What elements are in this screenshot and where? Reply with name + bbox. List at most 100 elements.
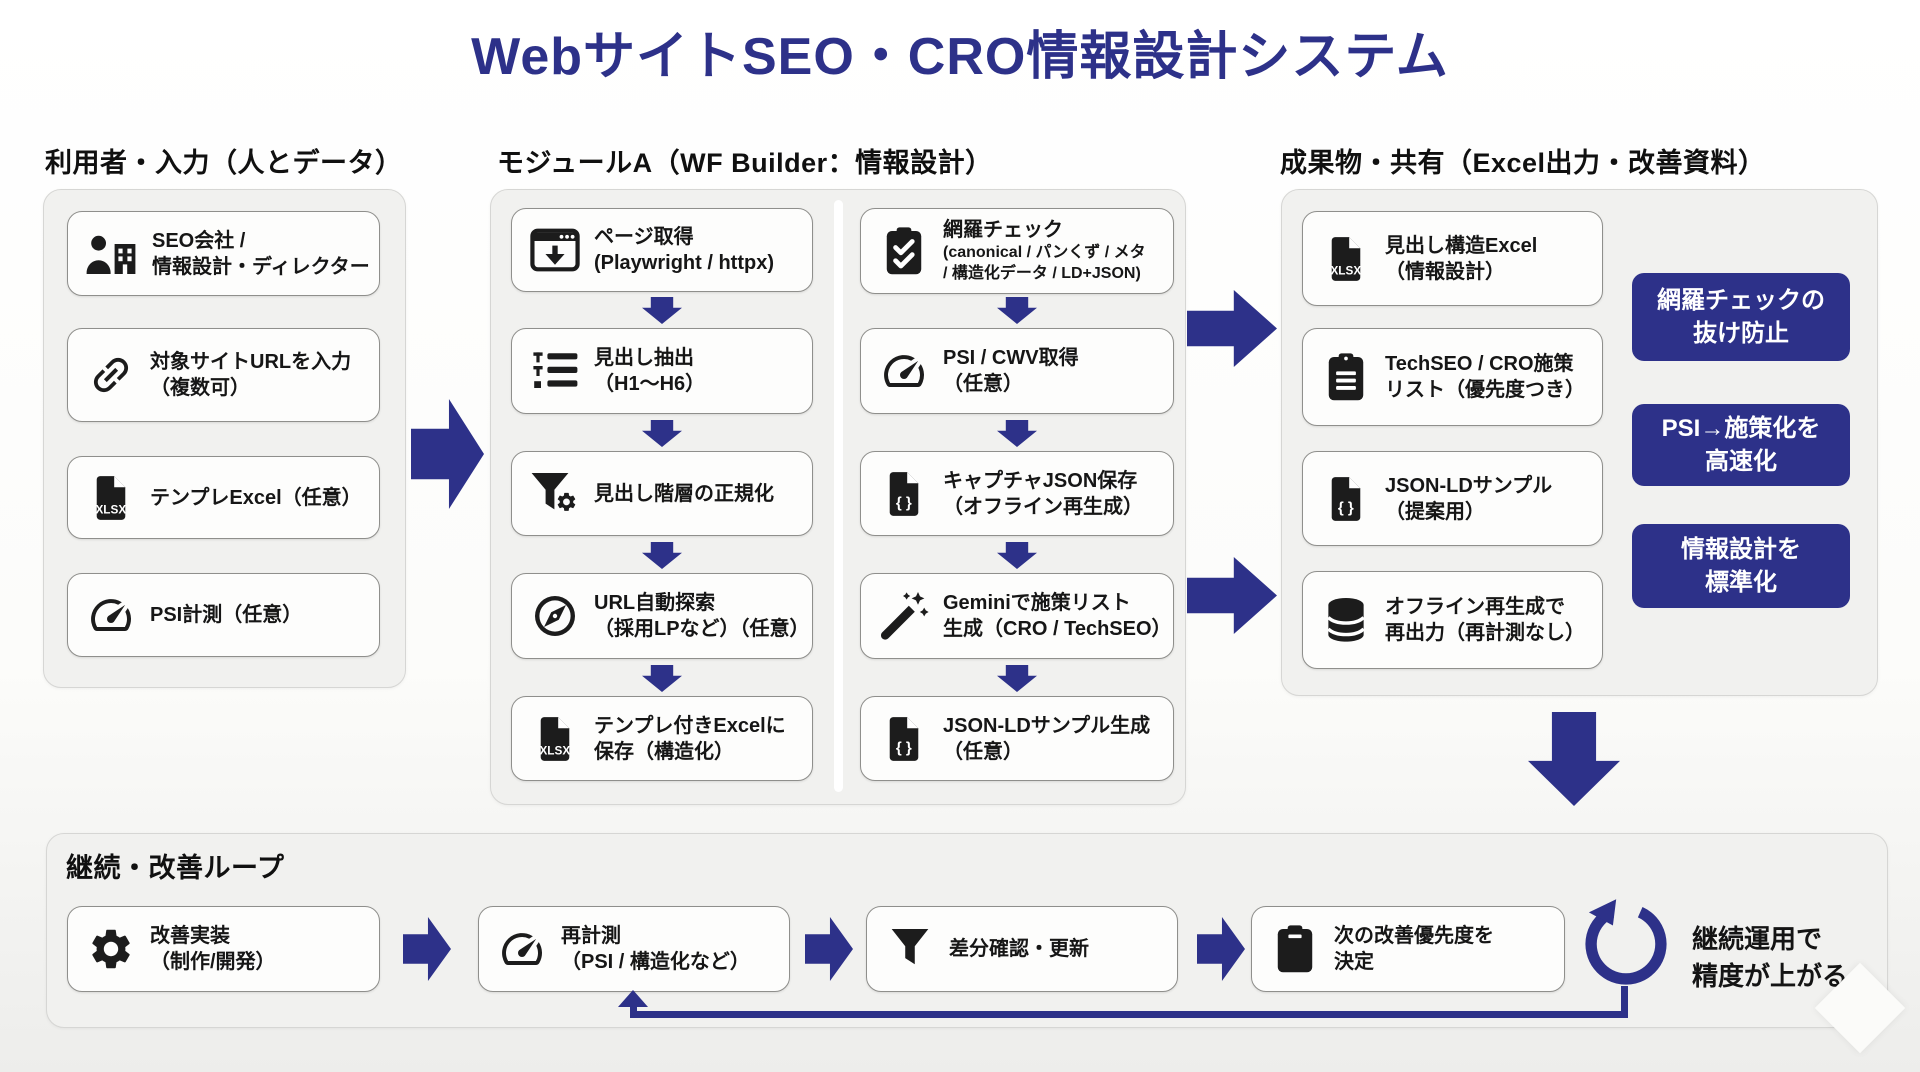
- gauge-icon: [878, 347, 930, 395]
- moduleA-section-header: モジュールA（WF Builder：情報設計）: [497, 148, 993, 178]
- loop-card-diff-check: 差分確認・更新: [866, 906, 1178, 992]
- card-label-line: （制作/開発）: [150, 951, 276, 973]
- moduleA-card-heading-normalize: 見出し階層の正規化: [511, 451, 813, 536]
- card-label-line: 見出し階層の正規化: [594, 482, 774, 505]
- card-label-line: 見出し構造Excel: [1385, 234, 1538, 257]
- card-label-line: SEO会社 /: [152, 229, 246, 252]
- card-label-line: Geminiで施策リスト: [943, 592, 1131, 614]
- moduleA-card-heading-extract: 見出し抽出（H1～H6）: [511, 328, 813, 414]
- feedback-arrowhead-up: [618, 990, 648, 1007]
- output-section-header: 成果物・共有（Excel出力・改善資料）: [1280, 148, 1766, 178]
- clipboard-list-icon: [1320, 352, 1372, 402]
- card-label-line: （情報設計）: [1385, 260, 1505, 283]
- card-label-line: (canonical / パンくず / メタ: [943, 244, 1146, 262]
- card-label-line: 再出力（再計測なし）: [1385, 622, 1585, 644]
- loop-note: 継続運用で 精度が上がる: [1692, 921, 1848, 995]
- loop-note-line: 継続運用で: [1692, 924, 1823, 954]
- gauge-icon: [496, 925, 548, 973]
- feedback-line-horizontal: [630, 1011, 1628, 1018]
- card-label-line: 生成（CRO / TechSEO）: [943, 618, 1172, 640]
- browser-download-icon: [529, 228, 581, 272]
- output-card-offline-regen: オフライン再生成で再出力（再計測なし）: [1302, 571, 1603, 669]
- callout-coverage: 網羅チェックの 抜け防止: [1632, 273, 1850, 361]
- loop-card-next-priority: 次の改善優先度を決定: [1251, 906, 1565, 992]
- user-building-icon: [85, 232, 139, 276]
- card-label-line: ページ取得: [594, 226, 694, 248]
- loop-cycle-icon: [1578, 896, 1674, 992]
- card-label-line: URL自動探索: [594, 592, 716, 614]
- card-label-line: / 構造化データ / LD+JSON): [943, 265, 1141, 282]
- link-icon: [85, 351, 137, 399]
- loop-note-line: 精度が上がる: [1692, 960, 1849, 991]
- callout-line: 網羅チェックの: [1657, 286, 1825, 314]
- loop-section-header: 継続・改善ループ: [66, 853, 285, 883]
- moduleA-card-psi-cwv: PSI / CWV取得（任意）: [860, 328, 1174, 414]
- callout-psi-speed: PSI→施策化を 高速化: [1632, 404, 1850, 486]
- json-file-icon: { }: [878, 471, 930, 517]
- card-label-line: オフライン再生成で: [1385, 596, 1565, 618]
- card-label-line: 差分確認・更新: [949, 938, 1089, 960]
- card-label-line: (Playwright / httpx): [594, 252, 774, 274]
- moduleA-card-capture-json: { } キャプチャJSON保存 （オフライン再生成）: [860, 451, 1174, 536]
- card-label-line: （提案用）: [1385, 500, 1485, 523]
- xlsx-label: XLSX: [95, 503, 126, 516]
- card-label-line: （H1～H6）: [594, 373, 706, 395]
- card-label-line: 情報設計・ディレクター: [152, 255, 370, 278]
- flow-arrow-output-to-loop: [1528, 712, 1620, 806]
- moduleA-column-divider: [834, 200, 843, 792]
- json-file-icon: { }: [1320, 476, 1372, 522]
- output-card-heading-excel: XLSX 見出し構造Excel （情報設計）: [1302, 211, 1603, 306]
- input-card-psi-measure: PSI計測（任意）: [67, 573, 380, 657]
- feedback-line-vertical-left: [630, 1004, 637, 1016]
- compass-icon: [529, 592, 581, 640]
- card-label-line: 改善実装: [150, 925, 230, 947]
- xlsx-file-icon: XLSX: [529, 716, 581, 762]
- feedback-line-vertical-right: [1621, 986, 1628, 1018]
- card-label-line: 次の改善優先度を: [1334, 925, 1494, 947]
- card-label-line: （PSI / 構造化など）: [561, 951, 750, 973]
- clipboard-icon: [1269, 924, 1321, 974]
- card-label-line: （オフライン再生成）: [943, 495, 1143, 518]
- moduleA-card-gemini-list: Geminiで施策リスト生成（CRO / TechSEO）: [860, 573, 1174, 659]
- card-label-line: 保存（構造化）: [594, 740, 734, 763]
- card-label-line: テンプレExcel（任意）: [150, 486, 362, 509]
- gear-icon: [85, 925, 137, 973]
- callout-line: 抜け防止: [1693, 320, 1789, 347]
- loop-card-implement: 改善実装 （制作/開発）: [67, 906, 380, 992]
- gauge-icon: [85, 591, 137, 639]
- output-card-techseo-list: TechSEO / CRO施策リスト（優先度つき）: [1302, 328, 1603, 426]
- card-label-line: JSON-LDサンプル生成: [943, 714, 1151, 737]
- loop-card-remeasure: 再計測 （PSI / 構造化など）: [478, 906, 790, 992]
- card-label-line: テンプレ付きExcelに: [594, 714, 786, 737]
- callout-line: 情報設計を: [1681, 535, 1801, 563]
- card-label-line: PSI / CWV取得: [943, 347, 1079, 369]
- card-label-line: JSON-LDサンプル: [1385, 474, 1553, 497]
- card-label-line: 再計測: [561, 925, 621, 947]
- flow-arrow-moduleA-to-output-top: [1187, 290, 1277, 367]
- input-card-site-url: 対象サイトURLを入力（複数可）: [67, 328, 380, 422]
- xlsx-file-icon: XLSX: [85, 475, 137, 521]
- flow-arrow-moduleA-to-output-bottom: [1187, 557, 1277, 634]
- input-card-template-excel: XLSX テンプレExcel（任意）: [67, 456, 380, 539]
- page-title: WebサイトSEO・CRO情報設計システム: [471, 28, 1449, 86]
- callout-line: 標準化: [1705, 569, 1777, 596]
- card-label-line: TechSEO / CRO施策: [1385, 353, 1574, 375]
- clipboard-check-icon: [878, 226, 930, 276]
- xlsx-label: XLSX: [1330, 264, 1361, 277]
- json-label: { }: [896, 494, 912, 511]
- card-label-line: 網羅チェック: [943, 219, 1063, 242]
- callout-line: 高速化: [1705, 448, 1777, 475]
- json-label: { }: [896, 739, 912, 756]
- callout-standardize: 情報設計を 標準化: [1632, 524, 1850, 608]
- card-label-line: （任意）: [943, 740, 1023, 763]
- moduleA-card-coverage-check: 網羅チェック (canonical / パンくず / メタ / 構造化データ / L…: [860, 208, 1174, 294]
- input-section-header: 利用者・入力（人とデータ）: [45, 148, 403, 178]
- filter-gear-icon: [529, 471, 581, 517]
- moduleA-card-save-excel: XLSX テンプレ付きExcelに保存（構造化）: [511, 696, 813, 781]
- card-label-line: （複数可）: [150, 377, 250, 399]
- output-card-jsonld-sample: { } JSON-LDサンプル （提案用）: [1302, 451, 1603, 546]
- card-label-line: キャプチャJSON保存: [943, 469, 1138, 492]
- heading-list-icon: [529, 350, 581, 392]
- callout-line: PSI→施策化を: [1661, 414, 1821, 442]
